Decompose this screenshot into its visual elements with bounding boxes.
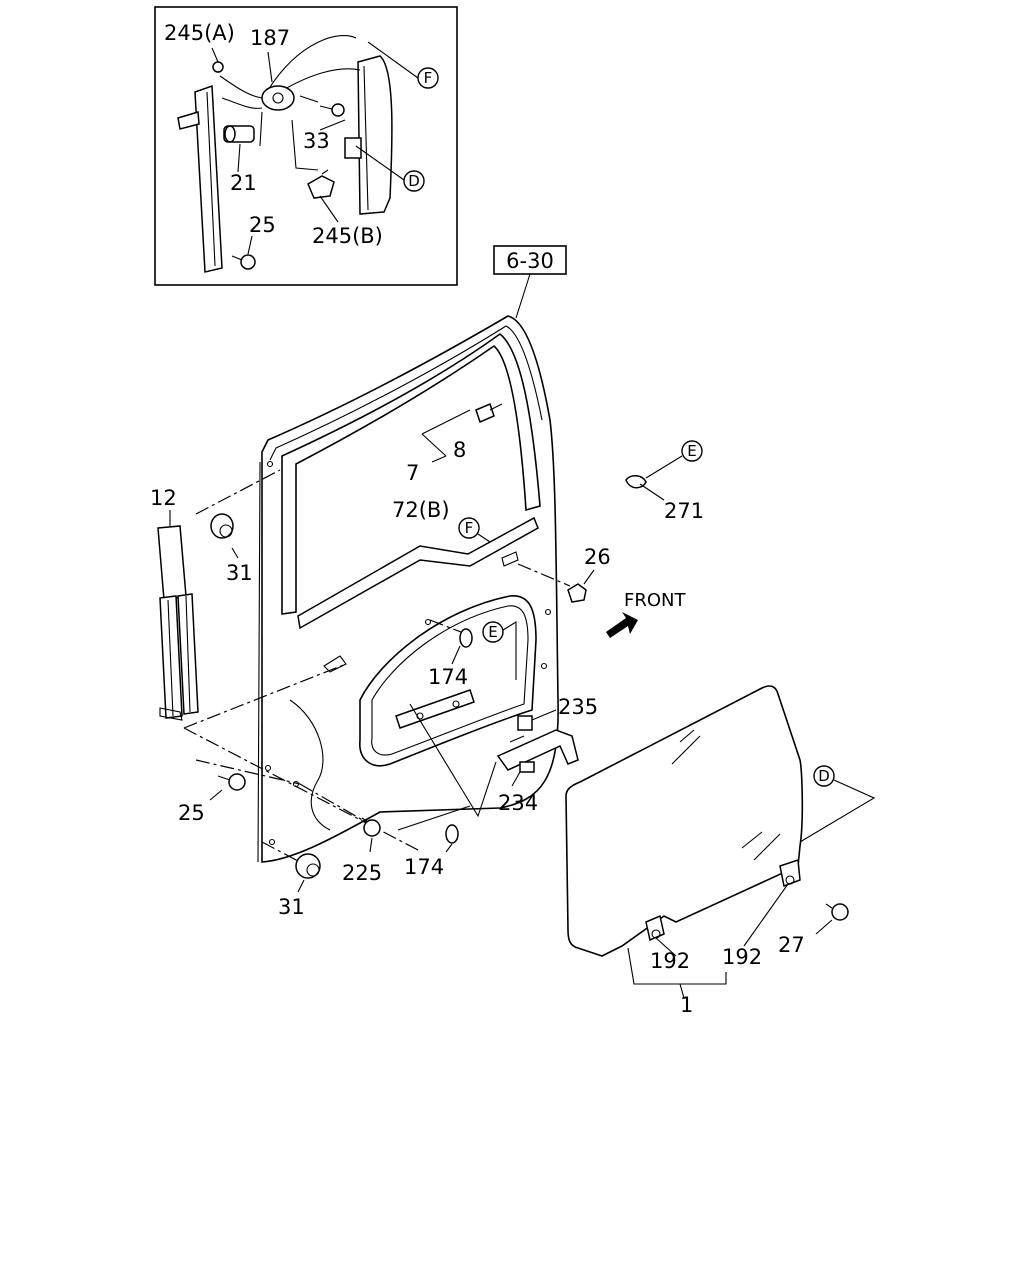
- label-174-top: 174: [428, 665, 468, 689]
- grommet-174-bottom: [445, 824, 459, 844]
- label-271: 271: [664, 499, 704, 523]
- reference-number: 6-30: [506, 249, 554, 273]
- bolt-245a: [212, 61, 224, 73]
- glass-channel-right: [779, 858, 801, 888]
- label-21: 21: [230, 171, 257, 195]
- nut-26: [567, 583, 587, 603]
- bolt-235: [517, 715, 533, 731]
- label-245b: 245(B): [312, 224, 383, 248]
- belt-molding: [297, 516, 539, 630]
- weatherstrip-12: [157, 510, 199, 721]
- svg-text:D: D: [408, 172, 420, 190]
- svg-text:E: E: [687, 442, 696, 460]
- label-225: 225: [342, 861, 382, 885]
- door-glass: [565, 685, 804, 957]
- label-7: 7: [406, 461, 419, 485]
- bolt-225: [363, 819, 381, 837]
- label-174-bottom: 174: [404, 855, 444, 879]
- callout-e-mid: [482, 621, 504, 643]
- label-192-left: 192: [650, 949, 690, 973]
- label-234: 234: [498, 791, 538, 815]
- label-8: 8: [453, 438, 466, 462]
- label-187: 187: [250, 26, 290, 50]
- window-frame: [281, 332, 541, 615]
- door-panel: [257, 315, 559, 863]
- label-192-right: 192: [722, 945, 762, 969]
- label-72b: 72(B): [392, 498, 450, 522]
- front-arrow: [606, 612, 638, 638]
- label-1: 1: [680, 993, 693, 1017]
- callout-e-top: [681, 440, 703, 462]
- svg-text:F: F: [465, 519, 474, 537]
- label-31-top: 31: [226, 561, 253, 585]
- label-front: FRONT: [624, 590, 686, 611]
- svg-text:E: E: [488, 623, 497, 641]
- glass-channel-left: [645, 914, 665, 942]
- bolt-27: [831, 903, 849, 921]
- label-25: 25: [178, 801, 205, 825]
- bolt-25-inset: [240, 254, 256, 270]
- label-235: 235: [558, 695, 598, 719]
- label-27: 27: [778, 933, 805, 957]
- label-31-bottom: 31: [278, 895, 305, 919]
- label-33: 33: [303, 129, 330, 153]
- access-hole: [359, 595, 537, 767]
- bolt-25: [228, 773, 246, 791]
- front-guide-rail: [194, 84, 223, 273]
- bracket-234: [496, 729, 579, 771]
- inset-frame: [154, 6, 458, 286]
- label-25-inset: 25: [249, 213, 276, 237]
- label-12: 12: [150, 486, 177, 510]
- callout-f-mid: [458, 517, 480, 539]
- svg-text:F: F: [424, 69, 433, 87]
- regulator-drum: [261, 85, 295, 111]
- grommet-174-top: [459, 628, 473, 648]
- regulator-inset: 245(A) 187 33 21 25 245(B) F D: [154, 6, 458, 286]
- nut-245b: [307, 175, 335, 199]
- callout-d-inset: [403, 170, 425, 192]
- bolt-33: [331, 103, 345, 117]
- callout-f-inset: [417, 67, 439, 89]
- label-245a: 245(A): [164, 21, 235, 45]
- callout-d-glass: [813, 765, 835, 787]
- label-26: 26: [584, 545, 611, 569]
- svg-text:D: D: [818, 767, 830, 785]
- rear-guide-rail: [357, 55, 393, 215]
- window-run-clip: [475, 402, 495, 424]
